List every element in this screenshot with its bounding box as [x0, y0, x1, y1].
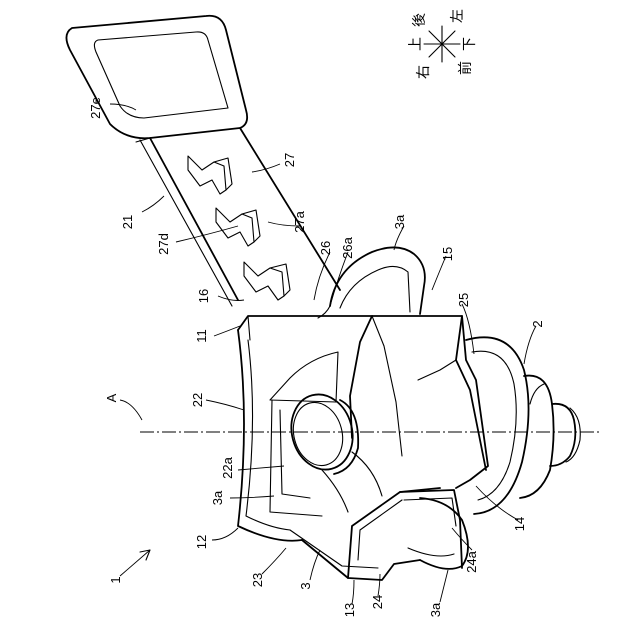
housing [238, 316, 488, 580]
lever-slot [244, 262, 290, 300]
label-27e: 27e [88, 97, 103, 119]
guard-lower [408, 498, 468, 569]
direction-up: 上 [408, 37, 424, 51]
direction-left: 左 [450, 9, 466, 23]
label-24a: 24a [464, 550, 479, 572]
lever-slot [216, 208, 260, 246]
label-2: 2 [530, 320, 545, 327]
label-axis-a: A [104, 393, 119, 402]
label-11: 11 [194, 329, 209, 343]
guard-upper [318, 247, 425, 318]
label-27: 27 [282, 153, 297, 167]
label-14: 14 [512, 517, 527, 531]
label-22a: 22a [220, 456, 235, 478]
label-24: 24 [370, 595, 385, 609]
direction-indicator: 上 下 前 後 左 右 [408, 9, 478, 79]
label-27d: 27d [156, 233, 171, 255]
direction-rear: 後 [412, 13, 428, 27]
push-button [283, 388, 382, 512]
label-12: 12 [194, 535, 209, 549]
lever-27 [66, 16, 340, 306]
label-22: 22 [190, 393, 205, 407]
reference-labels: 27e 27 21 27d 27a 3a 26 26a 15 16 11 25 … [88, 97, 545, 617]
label-3a-top: 3a [392, 214, 407, 229]
direction-down: 下 [462, 37, 478, 51]
label-3a-bottom: 3a [428, 602, 443, 617]
label-26: 26 [318, 241, 333, 255]
label-27a: 27a [292, 210, 307, 232]
label-3a-left: 3a [210, 490, 225, 505]
label-21: 21 [120, 215, 135, 229]
label-3: 3 [298, 582, 313, 589]
label-15: 15 [440, 247, 455, 261]
label-13: 13 [342, 603, 357, 617]
label-1: 1 [108, 576, 123, 583]
direction-front: 前 [457, 61, 474, 75]
leader-lines [110, 104, 536, 604]
lever-slot [188, 156, 232, 194]
label-23: 23 [250, 573, 265, 587]
label-25: 25 [456, 293, 471, 307]
label-26a: 26a [340, 236, 355, 258]
direction-right: 右 [416, 65, 432, 79]
label-16: 16 [196, 289, 211, 303]
